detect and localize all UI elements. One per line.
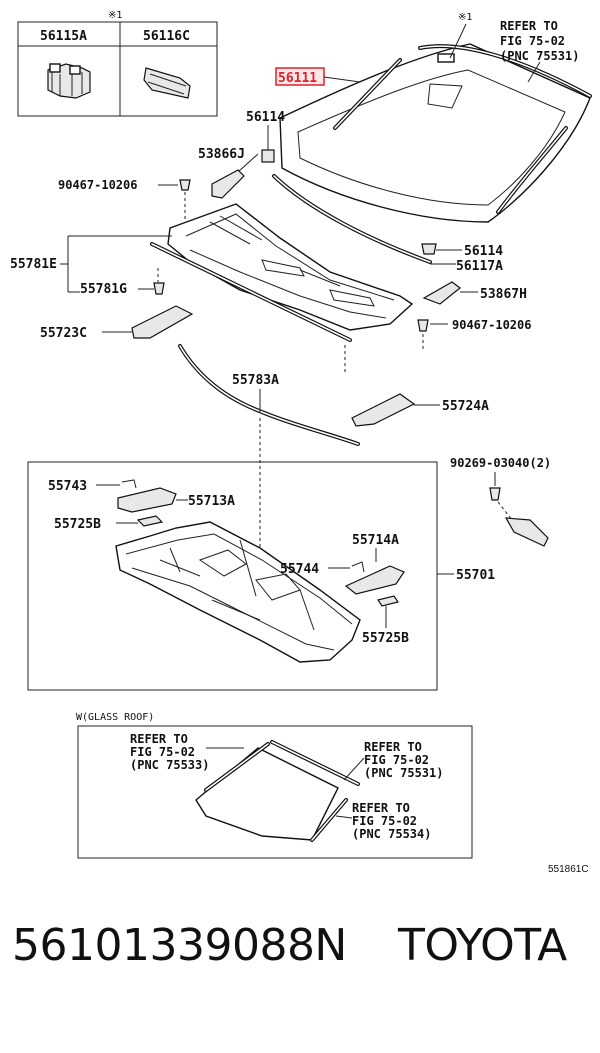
- callout-53866J[interactable]: 53866J: [198, 147, 245, 162]
- brand-name: TOYOTA: [398, 920, 567, 971]
- bracket-55713A: [117, 487, 177, 513]
- reference-line: (PNC 75531): [364, 766, 443, 780]
- bracket-53866J: [211, 169, 245, 199]
- clip-55743: [121, 479, 137, 489]
- clip-56115A-drawing: [47, 63, 91, 99]
- reference-line: REFER TO: [500, 19, 558, 33]
- note-mark: ※1: [108, 10, 122, 21]
- callout-90269-03040[interactable]: 90269-03040(2): [450, 456, 551, 470]
- reference-line: FIG 75-02: [364, 753, 429, 767]
- glass-roof-windshield: [195, 740, 360, 842]
- highlight-box: [275, 67, 325, 86]
- glass-roof-heading: W(GLASS ROOF): [76, 712, 154, 723]
- callout-55713A[interactable]: 55713A: [188, 494, 235, 509]
- clip-90467-right: [417, 319, 429, 332]
- reference-line: (PNC 75531): [500, 49, 579, 63]
- callout-55714A[interactable]: 55714A: [352, 533, 399, 548]
- bracket-53867H: [422, 281, 461, 305]
- clip-56114-lower: [421, 243, 437, 255]
- reference-line: (PNC 75534): [352, 827, 431, 841]
- reference-line: FIG 75-02: [130, 745, 195, 759]
- callout-55723C[interactable]: 55723C: [40, 326, 87, 341]
- glass-roof-box: [77, 725, 473, 859]
- pad-55725B: [377, 595, 399, 607]
- figure-code: 551861C: [548, 864, 589, 875]
- callout-56114[interactable]: 56114: [464, 244, 503, 259]
- clip-56114: [261, 149, 275, 163]
- reference-line: FIG 75-02: [500, 34, 565, 48]
- callout-53867H[interactable]: 53867H: [480, 287, 527, 302]
- seal-55781G: [150, 242, 352, 342]
- dash-panel-box: [27, 461, 438, 691]
- callout-55725B[interactable]: 55725B: [362, 631, 409, 646]
- callout-90467-10206[interactable]: 90467-10206: [452, 318, 531, 332]
- callout-55744[interactable]: 55744: [280, 562, 319, 577]
- callout-55781E[interactable]: 55781E: [10, 257, 57, 272]
- callout-56116C[interactable]: 56116C: [143, 29, 190, 44]
- reference-line: REFER TO: [364, 740, 422, 754]
- callout-55725B[interactable]: 55725B: [54, 517, 101, 532]
- dash-panel-55701: [115, 521, 361, 663]
- note-mark: ※1: [458, 12, 472, 23]
- part-number: 56101339088N: [12, 920, 347, 971]
- callout-55783A[interactable]: 55783A: [232, 373, 279, 388]
- reference-line: REFER TO: [352, 801, 410, 815]
- clip-90269: [489, 487, 501, 501]
- callout-55781G[interactable]: 55781G: [80, 282, 127, 297]
- callout-56111[interactable]: 56111: [278, 71, 317, 86]
- reference-line: FIG 75-02: [352, 814, 417, 828]
- reference-line: (PNC 75533): [130, 758, 209, 772]
- callout-56115A[interactable]: 56115A: [40, 29, 87, 44]
- callout-55701[interactable]: 55701: [456, 568, 495, 583]
- bracket-55723C: [131, 305, 194, 339]
- seal-55783A: [178, 344, 360, 446]
- clip-90467-left: [179, 179, 191, 191]
- bracket-90269: [504, 517, 549, 547]
- callout-55724A[interactable]: 55724A: [442, 399, 489, 414]
- callout-55743[interactable]: 55743: [48, 479, 87, 494]
- bracket-55724A: [351, 393, 416, 427]
- pad-55725B: [136, 515, 164, 527]
- callout-56117A[interactable]: 56117A: [456, 259, 503, 274]
- clip-56116C-drawing: [143, 67, 191, 99]
- clip-55781G: [153, 282, 165, 295]
- clip-55744: [351, 561, 365, 573]
- bracket-55714A: [344, 565, 405, 595]
- windshield-glass: [272, 43, 592, 264]
- parts-diagram: ※1 56115A 56116C ※1 REFER TO FIG 75-02 (…: [10, 10, 592, 875]
- clip-inset-box: ※1 56115A 56116C: [17, 10, 218, 117]
- callout-56114[interactable]: 56114: [246, 110, 285, 125]
- callout-90467-10206[interactable]: 90467-10206: [58, 178, 137, 192]
- reference-line: REFER TO: [130, 732, 188, 746]
